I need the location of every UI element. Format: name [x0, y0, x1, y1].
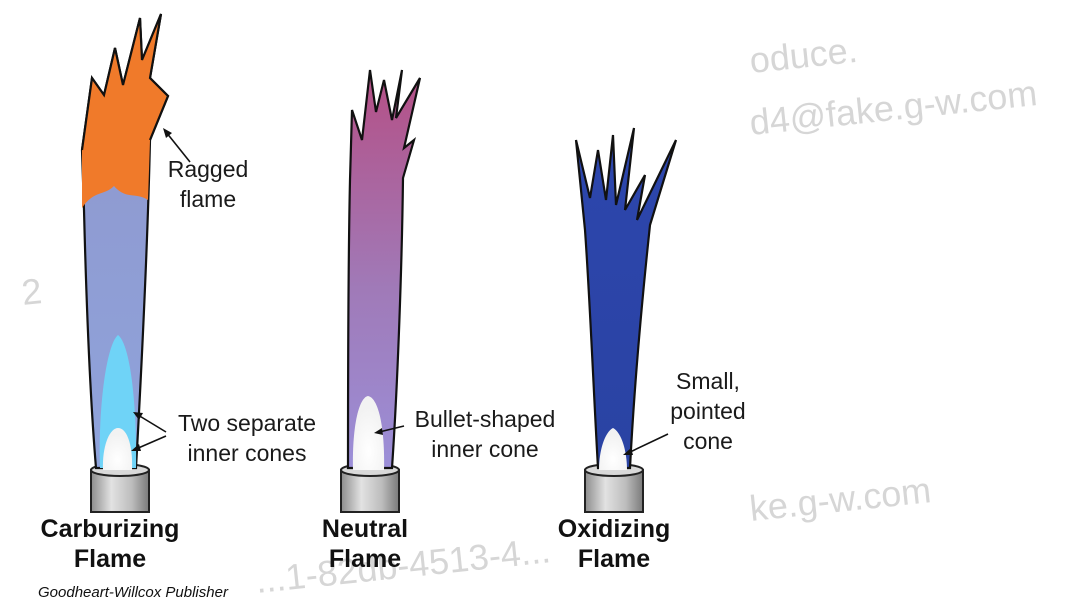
- neutral-leader-line: [374, 425, 405, 435]
- oxidizing-outer-envelope: [574, 127, 678, 470]
- bullet-label-line1: Bullet-shaped: [414, 406, 556, 432]
- two-cones-label-line2: inner cones: [187, 440, 307, 466]
- oxidizing-title-line2: Flame: [577, 545, 651, 573]
- bullet-label-line2: inner cone: [431, 436, 539, 462]
- publisher-credit: Goodheart-Willcox Publisher: [38, 584, 228, 601]
- neutral-outer-envelope: [346, 69, 422, 470]
- small-pointed-cone-label: Small, pointed cone: [656, 366, 760, 456]
- neutral-inner-cone: [352, 396, 385, 470]
- oxidizing-flame: [574, 127, 678, 513]
- two-cones-label-line1: Two separate: [177, 410, 317, 436]
- pointed-label-line2: pointed: [670, 398, 746, 424]
- ragged-flame-label: Ragged flame: [158, 154, 258, 214]
- oxidizing-inner-cone: [599, 428, 627, 470]
- carburizing-inner-cone: [102, 428, 133, 470]
- bullet-shaped-cone-label: Bullet-shaped inner cone: [402, 404, 568, 464]
- neutral-burner-tip: [340, 463, 400, 513]
- neutral-title-line2: Flame: [328, 545, 402, 573]
- carburizing-flame-title: Carburizing Flame: [30, 514, 190, 574]
- neutral-flame: [340, 69, 422, 513]
- carburizing-leader-lines: [131, 128, 191, 451]
- carburizing-flame: [80, 13, 191, 513]
- carburizing-flame-outline: [80, 13, 170, 151]
- ragged-flame-label-line2: flame: [179, 186, 237, 212]
- carburizing-title-line2: Flame: [73, 545, 147, 573]
- neutral-flame-title: Neutral Flame: [300, 514, 430, 574]
- pointed-label-line3: cone: [683, 428, 733, 454]
- neutral-title-line1: Neutral: [321, 515, 409, 543]
- oxidizing-flame-title: Oxidizing Flame: [544, 514, 684, 574]
- carburizing-ragged-top: [82, 14, 168, 208]
- carburizing-title-line1: Carburizing: [40, 515, 180, 543]
- oxidizing-leader-line: [623, 433, 669, 455]
- pointed-label-line1: Small,: [676, 368, 740, 394]
- carburizing-acetylene-feather: [99, 335, 137, 468]
- oxidizing-title-line1: Oxidizing: [557, 515, 671, 543]
- ragged-flame-label-line1: Ragged: [167, 156, 249, 182]
- two-separate-inner-cones-label: Two separate inner cones: [164, 408, 330, 468]
- oxidizing-burner-tip: [584, 463, 644, 513]
- carburizing-burner-tip: [90, 463, 150, 513]
